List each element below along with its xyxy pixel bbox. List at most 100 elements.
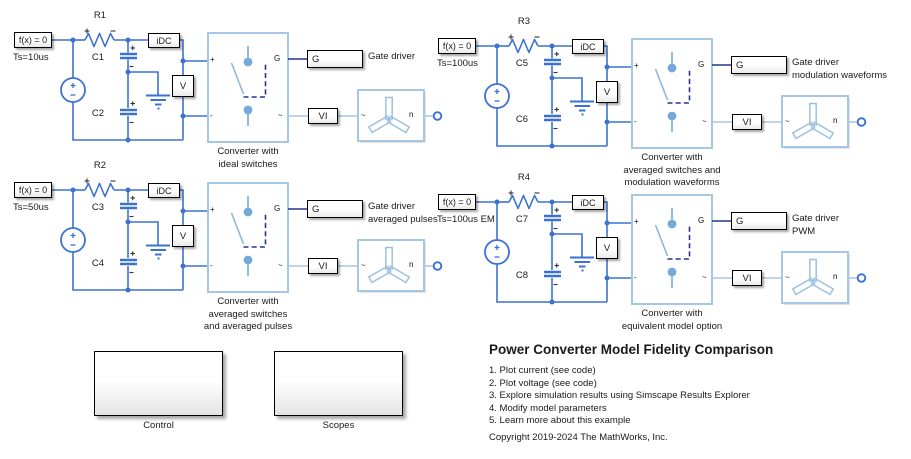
- converter-caption-line: Converter with: [641, 152, 703, 163]
- converter-caption-line: ideal switches: [218, 158, 278, 170]
- three-phase-load-block[interactable]: [358, 90, 424, 141]
- converter-port-minus: -: [634, 117, 637, 126]
- vi-sensor-label: VI: [318, 110, 328, 122]
- gate-from-tag-block[interactable]: G: [731, 212, 787, 230]
- converter-caption-line: averaged switches and: [623, 164, 721, 176]
- solver-config-label: f(x) = 0: [442, 197, 472, 207]
- three-phase-load-block[interactable]: [358, 240, 424, 291]
- gate-from-tag-block[interactable]: G: [307, 50, 363, 68]
- gate-from-tag-block[interactable]: G: [731, 56, 787, 74]
- gate-driver-caption-line: averaged pulses: [368, 213, 438, 225]
- vi-sensor-block[interactable]: VI: [732, 270, 762, 286]
- load-port-neutral: n: [833, 116, 838, 125]
- converter-port-ac: ~: [278, 261, 283, 270]
- dc-current-sensor-block[interactable]: iDC: [572, 39, 604, 54]
- capacitor-top-label: C1: [91, 52, 105, 63]
- capacitor-bottom-label: C4: [91, 258, 105, 269]
- dc-current-sensor-block[interactable]: iDC: [148, 183, 180, 198]
- converter-port-plus: +: [634, 61, 639, 70]
- instruction-item[interactable]: 5. Learn more about this example: [489, 415, 631, 426]
- gate-driver-caption-line: modulation waveforms: [792, 69, 888, 81]
- converter-port-gate: G: [274, 204, 281, 213]
- solver-config-block[interactable]: f(x) = 0: [14, 182, 52, 198]
- control-subsystem-label: Control: [143, 420, 174, 431]
- capacitor-top-label: C3: [91, 202, 105, 213]
- voltage-sensor-label: V: [179, 80, 187, 92]
- gate-driver-caption-line: Gate driver: [792, 213, 839, 224]
- scopes-subsystem-block[interactable]: [274, 351, 403, 416]
- converter-caption: Converter with averaged switches and mod…: [610, 152, 734, 190]
- converter-caption-line: modulation waveforms: [624, 177, 720, 188]
- converter-caption: Converter with ideal switches: [186, 146, 310, 171]
- dc-current-sensor-label: iDC: [156, 35, 172, 46]
- vi-sensor-label: VI: [742, 272, 752, 284]
- three-phase-load-block[interactable]: [782, 252, 848, 303]
- converter-caption-line: Converter with: [217, 146, 279, 157]
- resistor-label: R3: [517, 16, 531, 27]
- instruction-item[interactable]: 3. Explore simulation results using Sims…: [489, 390, 750, 401]
- gate-driver-caption: Gate driver: [368, 51, 415, 64]
- converter-caption-line: Converter with: [217, 296, 279, 307]
- voltage-sensor-label: V: [603, 242, 611, 254]
- vi-sensor-block[interactable]: VI: [732, 114, 762, 130]
- voltage-sensor-label: V: [179, 230, 187, 242]
- dc-current-sensor-label: iDC: [580, 41, 596, 52]
- gate-driver-caption-line: Gate driver: [368, 201, 415, 212]
- converter-caption: Converter with averaged switches and ave…: [186, 296, 310, 334]
- vi-sensor-label: VI: [742, 116, 752, 128]
- converter-port-minus: -: [210, 111, 213, 120]
- converter-caption: Converter with equivalent model option: [610, 308, 734, 333]
- converter-block[interactable]: [208, 33, 288, 142]
- gate-from-tag-label: G: [736, 59, 744, 71]
- converter-block[interactable]: [208, 183, 288, 292]
- instruction-item[interactable]: 4. Modify model parameters: [489, 402, 607, 414]
- load-port-ac: ~: [361, 261, 366, 270]
- voltage-sensor-label: V: [603, 86, 611, 98]
- vi-sensor-block[interactable]: VI: [308, 258, 338, 274]
- load-port-ac: ~: [785, 117, 790, 126]
- solver-config-block[interactable]: f(x) = 0: [438, 194, 476, 210]
- instruction-item[interactable]: 2. Plot voltage (see code): [489, 377, 597, 389]
- converter-port-plus: +: [210, 205, 215, 214]
- converter-caption-line: equivalent model option: [621, 320, 723, 332]
- voltage-sensor-block[interactable]: V: [172, 75, 194, 97]
- resistor-label: R2: [93, 160, 107, 171]
- scopes-subsystem-label: Scopes: [322, 420, 355, 431]
- solver-config-label: f(x) = 0: [442, 41, 472, 51]
- gate-driver-caption-line: PWM: [792, 225, 816, 237]
- converter-port-ac: ~: [702, 117, 707, 126]
- gate-driver-caption-line: Gate driver: [368, 51, 415, 62]
- dc-current-sensor-block[interactable]: iDC: [148, 33, 180, 48]
- control-subsystem-block[interactable]: [94, 351, 223, 416]
- converter-port-gate: G: [698, 216, 705, 225]
- instruction-item[interactable]: 1. Plot current (see code): [489, 365, 596, 376]
- solver-config-block[interactable]: f(x) = 0: [438, 38, 476, 54]
- solver-config-block[interactable]: f(x) = 0: [14, 32, 52, 48]
- load-port-ac: ~: [361, 111, 366, 120]
- converter-block[interactable]: [632, 39, 712, 148]
- vi-sensor-block[interactable]: VI: [308, 108, 338, 124]
- sample-time-label: Ts=50us: [13, 202, 49, 213]
- sample-time-label: Ts=100us: [437, 58, 478, 69]
- voltage-sensor-block[interactable]: V: [172, 225, 194, 247]
- converter-port-plus: +: [210, 55, 215, 64]
- voltage-sensor-block[interactable]: V: [596, 237, 618, 259]
- gate-from-tag-block[interactable]: G: [307, 200, 363, 218]
- resistor-label: R4: [517, 172, 531, 183]
- gate-from-tag-label: G: [312, 53, 320, 65]
- converter-caption-line: and averaged pulses: [203, 321, 293, 332]
- gate-driver-caption: Gate driver modulation waveforms: [792, 57, 887, 82]
- gate-driver-caption-line: Gate driver: [792, 57, 839, 68]
- converter-port-plus: +: [634, 217, 639, 226]
- vi-sensor-label: VI: [318, 260, 328, 272]
- model-title: Power Converter Model Fidelity Compariso…: [489, 342, 774, 357]
- three-phase-load-block[interactable]: [782, 96, 848, 147]
- voltage-sensor-block[interactable]: V: [596, 81, 618, 103]
- converter-port-gate: G: [698, 60, 705, 69]
- converter-port-ac: ~: [278, 111, 283, 120]
- converter-block[interactable]: [632, 195, 712, 304]
- load-port-neutral: n: [409, 260, 414, 269]
- converter-port-ac: ~: [702, 273, 707, 282]
- solver-config-label: f(x) = 0: [18, 185, 48, 195]
- dc-current-sensor-block[interactable]: iDC: [572, 195, 604, 210]
